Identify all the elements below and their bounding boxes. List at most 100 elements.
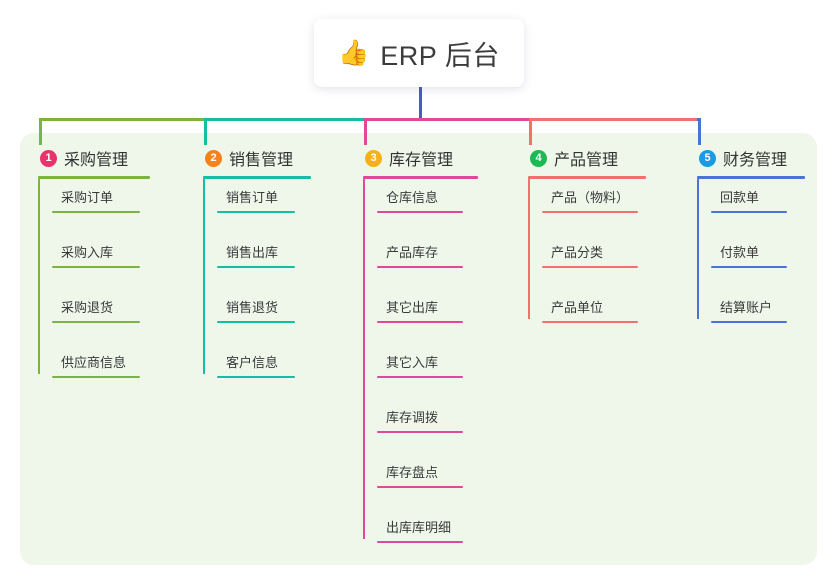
- leaf-item[interactable]: 出库库明细: [377, 517, 463, 543]
- branch-title-4: 产品管理: [554, 152, 619, 169]
- branch-column-4: 4 产品管理产品（物料） 产品分类产品单位: [528, 145, 646, 323]
- leaf-item[interactable]: 产品（物料）: [542, 187, 638, 213]
- leaf-label: 出库库明细: [386, 520, 452, 535]
- branch-spine-2: [203, 179, 205, 374]
- leaf-underline: [377, 486, 463, 488]
- connector-bar-segment-2: [204, 118, 367, 121]
- connector-bar-segment-3: [364, 118, 532, 121]
- leaf-item[interactable]: 库存盘点: [377, 462, 463, 488]
- leaf-item[interactable]: 产品单位: [542, 297, 638, 323]
- branch-underline-3: [363, 176, 478, 179]
- thumbs-up-icon: 👍: [338, 38, 370, 67]
- branch-badge-1: 1: [40, 149, 57, 167]
- leaf-item[interactable]: 付款单: [711, 242, 787, 268]
- leaf-underline: [217, 321, 295, 323]
- leaf-label: 销售出库: [226, 245, 279, 260]
- leaf-underline: [711, 321, 787, 323]
- branch-spine-3: [363, 179, 365, 539]
- branch-title-3: 库存管理: [389, 152, 454, 169]
- leaf-underline: [52, 211, 140, 213]
- branch-header-5[interactable]: 5 财务管理: [697, 145, 787, 171]
- leaf-item[interactable]: 销售退货: [217, 297, 295, 323]
- leaf-label: 库存盘点: [386, 465, 439, 480]
- leaf-label: 产品库存: [386, 245, 439, 260]
- leaf-underline: [52, 376, 140, 378]
- branch-header-1[interactable]: 1 采购管理: [38, 145, 128, 171]
- leaf-underline: [217, 266, 295, 268]
- branch-drop-4: [529, 118, 532, 145]
- leaf-label: 其它入库: [386, 355, 439, 370]
- leaf-item[interactable]: 采购订单: [52, 187, 140, 213]
- leaf-underline: [377, 211, 463, 213]
- branch-badge-5: 5: [699, 149, 716, 167]
- leaf-item[interactable]: 采购入库: [52, 242, 140, 268]
- connector-bar-segment-1: [39, 118, 207, 121]
- root-title: ERP 后台: [380, 40, 500, 71]
- branch-title-1: 采购管理: [64, 152, 129, 169]
- leaf-item[interactable]: 产品分类: [542, 242, 638, 268]
- leaf-underline: [711, 266, 787, 268]
- leaf-underline: [542, 266, 638, 268]
- leaf-label: 付款单: [720, 245, 760, 260]
- leaf-label: 产品分类: [551, 245, 604, 260]
- leaf-label: 供应商信息: [61, 355, 127, 370]
- diagram-panel: [20, 133, 817, 565]
- leaf-underline: [52, 266, 140, 268]
- branch-drop-1: [39, 118, 42, 145]
- trunk-vertical: [419, 85, 422, 121]
- branch-badge-2: 2: [205, 149, 222, 167]
- leaf-item[interactable]: 客户信息: [217, 352, 295, 378]
- leaf-underline: [217, 376, 295, 378]
- leaf-underline: [377, 321, 463, 323]
- leaf-item[interactable]: 其它出库: [377, 297, 463, 323]
- branch-underline-2: [203, 176, 311, 179]
- root-node[interactable]: 👍 ERP 后台: [314, 19, 524, 87]
- branch-badge-3: 3: [365, 149, 382, 167]
- leaf-label: 采购订单: [61, 190, 114, 205]
- leaf-item[interactable]: 其它入库: [377, 352, 463, 378]
- branch-drop-3: [364, 118, 367, 145]
- leaf-label: 采购入库: [61, 245, 114, 260]
- connector-bar-segment-4: [529, 118, 701, 121]
- branch-title-5: 财务管理: [723, 152, 788, 169]
- branch-underline-1: [38, 176, 150, 179]
- branch-header-4[interactable]: 4 产品管理: [528, 145, 618, 171]
- leaf-item[interactable]: 销售出库: [217, 242, 295, 268]
- leaf-underline: [52, 321, 140, 323]
- branch-column-2: 2 销售管理销售订单销售出库销售退货客户信息: [203, 145, 311, 378]
- branch-column-1: 1 采购管理采购订单采购入库采购退货供应商信息: [38, 145, 150, 378]
- branch-drop-5: [698, 118, 701, 145]
- leaf-item[interactable]: 销售订单: [217, 187, 295, 213]
- leaf-underline: [377, 376, 463, 378]
- leaf-underline: [377, 431, 463, 433]
- branch-header-2[interactable]: 2 销售管理: [203, 145, 293, 171]
- leaf-label: 产品（物料）: [551, 190, 630, 205]
- leaf-label: 回款单: [720, 190, 760, 205]
- branch-header-3[interactable]: 3 库存管理: [363, 145, 453, 171]
- leaf-item[interactable]: 产品库存: [377, 242, 463, 268]
- leaf-item[interactable]: 仓库信息: [377, 187, 463, 213]
- branch-spine-5: [697, 179, 699, 319]
- branch-badge-4: 4: [530, 149, 547, 167]
- branch-spine-1: [38, 179, 40, 374]
- leaf-label: 结算账户: [720, 300, 773, 315]
- leaf-label: 客户信息: [226, 355, 279, 370]
- leaf-label: 仓库信息: [386, 190, 439, 205]
- leaf-item[interactable]: 结算账户: [711, 297, 787, 323]
- leaf-label: 销售退货: [226, 300, 279, 315]
- branch-column-5: 5 财务管理回款单付款单结算账户: [697, 145, 805, 323]
- leaf-label: 销售订单: [226, 190, 279, 205]
- leaf-underline: [542, 321, 638, 323]
- leaf-underline: [217, 211, 295, 213]
- leaf-item[interactable]: 供应商信息: [52, 352, 140, 378]
- leaf-item[interactable]: 回款单: [711, 187, 787, 213]
- branch-drop-2: [204, 118, 207, 145]
- leaf-underline: [542, 211, 638, 213]
- branch-title-2: 销售管理: [229, 152, 294, 169]
- leaf-underline: [377, 266, 463, 268]
- leaf-item[interactable]: 采购退货: [52, 297, 140, 323]
- leaf-item[interactable]: 库存调拨: [377, 407, 463, 433]
- branch-column-3: 3 库存管理仓库信息产品库存其它出库其它入库库存调拨库存盘点出库库明细: [363, 145, 478, 543]
- leaf-underline: [711, 211, 787, 213]
- branch-underline-5: [697, 176, 805, 179]
